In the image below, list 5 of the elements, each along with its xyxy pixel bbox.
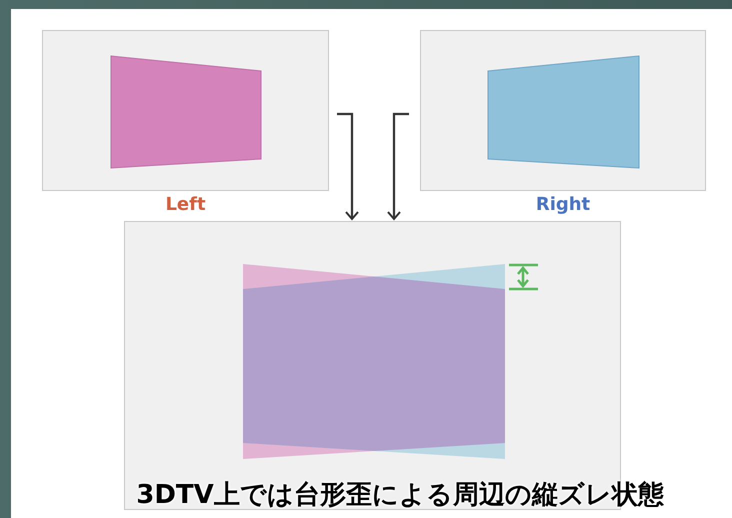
caption: 3DTV上では台形歪による周辺の縦ズレ状態	[135, 479, 665, 512]
arrow	[337, 112, 359, 220]
arrow	[387, 112, 409, 220]
panel-label: Right	[534, 194, 592, 215]
panel-label: Left	[164, 194, 207, 215]
